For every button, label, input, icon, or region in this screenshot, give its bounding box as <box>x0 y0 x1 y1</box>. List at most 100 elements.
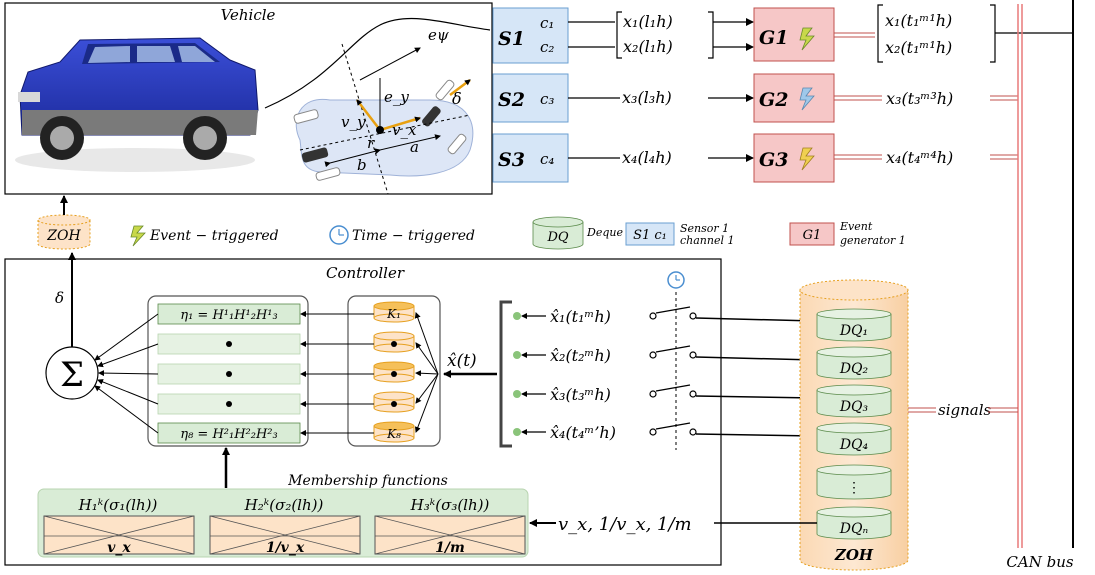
gain-group: K₁ K₈ <box>347 295 441 447</box>
gain-disk: K₈ <box>373 421 415 443</box>
deque: DQ₄ <box>816 422 892 456</box>
e-y-label: e_y <box>384 88 409 106</box>
svg-text:DQ₂: DQ₂ <box>839 361 869 377</box>
deque: DQₙ <box>816 506 892 540</box>
lightning-icon <box>799 147 815 171</box>
a-label: a <box>410 138 419 156</box>
legend-event: Event − triggered <box>149 228 279 244</box>
svg-text:DQ₄: DQ₄ <box>839 437 869 453</box>
svg-text:K₁: K₁ <box>386 307 401 321</box>
rule-last: η₈ = H²₁H²₂H²₃ <box>180 427 277 442</box>
deque: DQ₂ <box>816 346 892 380</box>
state-fanout-arrows <box>414 312 439 433</box>
lightning-icon <box>799 27 815 51</box>
output-label: x₄(t₄ᵐ⁴h) <box>886 148 953 167</box>
gain-disk <box>373 391 415 413</box>
sampled-states: x̂₁(t₁ᵐh) x̂₂(t₂ᵐh) x̂₃(t₃ᵐh) x̂₄(t₄ᵐ’h) <box>521 307 616 442</box>
zoh-label: ZOH <box>834 546 874 564</box>
can-bus-label: CAN bus <box>1006 553 1073 571</box>
state-vector-label: x̂(t) <box>447 351 477 371</box>
state-label: x̂₁(t₁ᵐh) <box>550 307 611 326</box>
v-x-label: v_x <box>392 121 417 139</box>
state-bracket <box>499 300 521 448</box>
deque: DQ₁ <box>816 308 892 342</box>
signal-label: x₃(l₃h) <box>622 88 672 107</box>
svg-text:DQₙ: DQₙ <box>839 521 869 537</box>
svg-text:H₂ᵏ(σ₂(lh)): H₂ᵏ(σ₂(lh)) <box>244 496 324 514</box>
generator-outputs: x₁(t₁ᵐ¹h) x₂(t₁ᵐ¹h) x₃(t₃ᵐ³h) x₄(t₄ᵐ⁴h) <box>834 4 1073 167</box>
summation-node: Σ <box>45 346 99 400</box>
generator-name: G2 <box>759 89 788 111</box>
clock-icon <box>329 225 349 245</box>
membership-function: H₁ᵏ(σ₁(lh)) v_x <box>43 496 195 556</box>
svg-text:Σ: Σ <box>60 355 84 395</box>
signals-label: signals <box>938 401 991 419</box>
gain-to-rule-arrows <box>300 311 374 436</box>
svg-text:v_x: v_x <box>107 540 131 556</box>
svg-text:K₈: K₈ <box>386 427 401 441</box>
sensor-s3: S3 c₄ <box>492 133 569 183</box>
membership-function: H₃ᵏ(σ₃(lh)) 1/m <box>374 496 526 556</box>
sensor-s2: S2 c₃ <box>492 73 569 123</box>
b-label: b <box>357 156 367 174</box>
svg-text:G1: G1 <box>803 228 822 243</box>
sensor-signals: x₁(l₁h) x₂(l₁h) x₃(l₃h) x₄(l₄h) <box>568 11 754 167</box>
sensor-name: S1 <box>498 28 525 50</box>
deque: ⋮ <box>816 464 892 500</box>
generator-g3: G3 <box>753 133 835 183</box>
gain-disk <box>373 331 415 353</box>
rule-to-sum-arrows <box>94 313 159 434</box>
deque: DQ₃ <box>816 384 892 418</box>
r-label: r <box>367 134 375 152</box>
legend-sensor: S1 c₁ Sensor 1 channel 1 <box>625 222 735 247</box>
signal-label: x₁(l₁h) <box>623 12 673 31</box>
membership-title: Membership functions <box>287 473 448 489</box>
e-psi-label: eψ <box>428 26 449 44</box>
vehicle-title: Vehicle <box>221 6 276 24</box>
signal-label: x₂(l₁h) <box>623 37 673 56</box>
output-label: x₃(t₃ᵐ³h) <box>886 89 953 108</box>
state-label: x̂₄(t₄ᵐ’h) <box>550 423 616 442</box>
vehicle-to-sensor-curve <box>264 18 491 109</box>
signals-link: signals <box>908 401 1018 419</box>
sensor-s1: S1 c₁ c₂ <box>492 7 569 64</box>
membership-function: H₂ᵏ(σ₂(lh)) 1/v_x <box>209 496 361 556</box>
suv-image <box>15 37 259 172</box>
legend-deque: DQ Deque <box>532 216 623 250</box>
vehicle-top-view: eψ e_y δ v_y v_x r a b <box>293 26 474 195</box>
svg-text:H₃ᵏ(σ₃(lh)): H₃ᵏ(σ₃(lh)) <box>410 496 490 514</box>
svg-text:H₁ᵏ(σ₁(lh)): H₁ᵏ(σ₁(lh)) <box>78 496 158 514</box>
controller-title: Controller <box>326 264 405 282</box>
clock-icon <box>667 271 685 289</box>
legend-generator: G1 Event generator 1 <box>789 220 906 247</box>
lightning-icon <box>130 225 146 247</box>
output-label: x₁(t₁ᵐ¹h) <box>885 11 952 30</box>
svg-text:⋮: ⋮ <box>847 480 861 496</box>
signal-label: x₄(l₄h) <box>622 148 672 167</box>
state-label: x̂₂(t₂ᵐh) <box>550 346 611 365</box>
deque-to-switch-lines <box>695 317 816 437</box>
sensor-channel: c₁ <box>540 14 554 32</box>
svg-text:1/m: 1/m <box>435 540 465 556</box>
delta-output: δ <box>55 289 64 307</box>
sensor-channel: c₂ <box>540 38 554 56</box>
generator-name: G1 <box>759 27 788 49</box>
rule-group: η₁ = H¹₁H¹₂H¹₃ η₈ = H²₁H²₂H²₃ <box>147 295 309 447</box>
generator-g1: G1 <box>753 7 835 62</box>
svg-text:DQ: DQ <box>546 230 568 245</box>
lightning-icon <box>799 87 815 111</box>
gain-disk <box>373 361 415 383</box>
svg-text:S1 c₁: S1 c₁ <box>633 228 667 243</box>
svg-text:Sensor 1: Sensor 1 <box>680 222 729 235</box>
svg-text:DQ₃: DQ₃ <box>839 399 869 415</box>
can-bus: CAN bus <box>1006 0 1074 571</box>
gain-disk: K₁ <box>373 301 415 323</box>
delta-label: δ <box>452 89 462 108</box>
sensor-name: S3 <box>498 149 525 171</box>
v-y-label: v_y <box>341 113 366 131</box>
legend-zoh: ZOH <box>37 214 91 250</box>
sensor-name: S2 <box>498 89 525 111</box>
svg-text:Event: Event <box>839 220 873 233</box>
svg-text:ZOH: ZOH <box>46 228 81 244</box>
